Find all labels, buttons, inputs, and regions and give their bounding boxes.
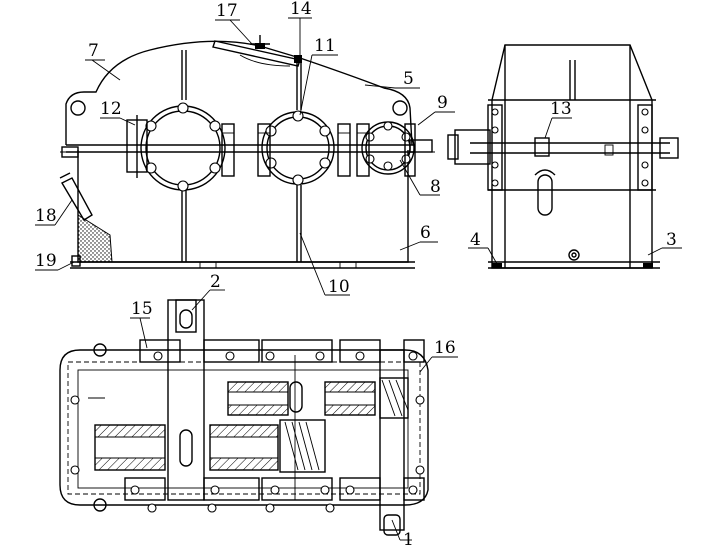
callout-4: 4 xyxy=(470,230,481,250)
bearing-cover-1 xyxy=(140,102,226,192)
callout-12: 12 xyxy=(100,99,122,119)
callout-8: 8 xyxy=(430,177,441,197)
leader-lines xyxy=(35,17,682,541)
callout-18: 18 xyxy=(35,206,57,226)
shaft-2 xyxy=(167,299,205,501)
plan-view xyxy=(59,299,429,536)
callout-15: 15 xyxy=(131,299,153,319)
flange-bolts xyxy=(126,115,416,178)
callout-13: 13 xyxy=(550,99,572,119)
front-view xyxy=(59,35,435,269)
bearing-row-bottom xyxy=(124,477,425,513)
callout-10: 10 xyxy=(328,277,350,297)
callout-1: 1 xyxy=(403,530,414,547)
bearing-row-top xyxy=(139,339,425,363)
callout-7: 7 xyxy=(88,41,99,61)
lifting-lug-right xyxy=(392,100,408,116)
callout-19: 19 xyxy=(35,251,57,271)
callout-14: 14 xyxy=(290,0,312,19)
callout-17: 17 xyxy=(216,1,238,21)
callout-5: 5 xyxy=(403,69,414,89)
callout-labels: 1 2 3 4 5 6 7 8 9 10 11 12 13 14 15 16 1… xyxy=(35,0,677,547)
callout-2: 2 xyxy=(210,272,221,292)
lifting-lug-left xyxy=(70,100,86,116)
oil-level xyxy=(77,214,113,263)
inspection-cover xyxy=(212,40,301,67)
callout-6: 6 xyxy=(420,223,431,243)
bearing-cover-3 xyxy=(361,121,415,175)
callout-11: 11 xyxy=(314,36,336,56)
oil-gauge xyxy=(59,172,93,221)
bearing-cover-2 xyxy=(261,110,335,186)
callout-9: 9 xyxy=(437,93,448,113)
callout-3: 3 xyxy=(666,230,677,250)
shaft-1 xyxy=(379,349,405,531)
upper-cover xyxy=(65,40,413,146)
side-view xyxy=(447,44,679,269)
callout-16: 16 xyxy=(434,338,456,358)
